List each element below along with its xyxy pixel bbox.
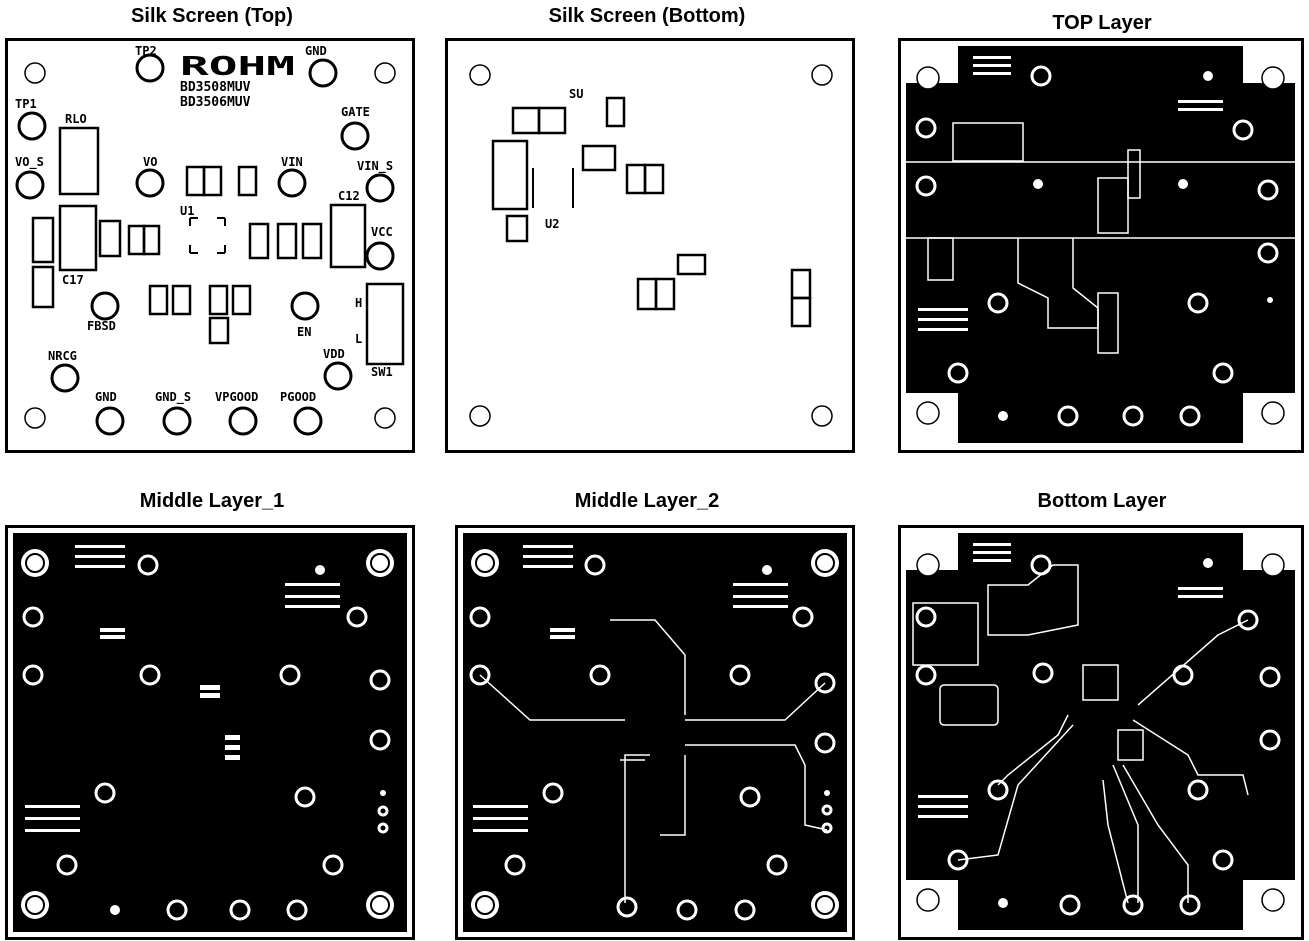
label-tp1: TP1 <box>15 97 37 111</box>
top-layer-panel <box>898 38 1304 453</box>
label-nrcg: NRCG <box>48 349 77 363</box>
label-su-top: SU <box>569 87 583 101</box>
label-c17: C17 <box>62 273 84 287</box>
label-gnd-bottom: GND <box>95 390 117 404</box>
part-number-2: BD3506MUV <box>180 95 251 110</box>
label-fbsd: FBSD <box>87 319 116 333</box>
label-gate: GATE <box>341 105 370 119</box>
label-u1: U1 <box>180 204 194 218</box>
silk-top-panel: ROHM BD3508MUV BD3506MUV <box>5 38 415 453</box>
label-c12: C12 <box>338 189 360 203</box>
middle-2-panel <box>455 525 855 940</box>
panel-title-silk-bottom: Silk Screen (Bottom) <box>548 5 746 27</box>
label-rlo: RLO <box>65 112 87 126</box>
label-tp2: TP2 <box>135 44 157 58</box>
label-h: H <box>355 296 362 310</box>
label-vcc: VCC <box>371 225 393 239</box>
panel-title-middle-2: Middle Layer_2 <box>574 490 720 512</box>
label-vin: VIN <box>281 155 303 169</box>
panel-title-silk-top: Silk Screen (Top) <box>131 5 293 27</box>
label-u2: U2 <box>545 217 559 231</box>
label-vpgood: VPGOOD <box>215 390 258 404</box>
panel-title-middle-1: Middle Layer_1 <box>139 490 285 512</box>
label-sw1: SW1 <box>371 365 393 379</box>
label-gnd-top: GND <box>305 44 327 58</box>
label-vin-s: VIN_S <box>357 159 393 174</box>
panel-title-bottom-layer: Bottom Layer <box>1037 490 1167 512</box>
label-gnd-s: GND_S <box>155 390 191 405</box>
silk-bottom-panel: SU U2 <box>445 38 855 453</box>
rohm-logo: ROHM <box>180 52 295 82</box>
part-number-1: BD3508MUV <box>180 80 251 95</box>
label-vdd: VDD <box>323 347 345 361</box>
bottom-layer-panel <box>898 525 1304 940</box>
label-en: EN <box>297 325 311 339</box>
label-l: L <box>355 332 362 346</box>
middle-1-panel <box>5 525 415 940</box>
label-pgood: PGOOD <box>280 390 316 404</box>
panel-title-top-layer: TOP Layer <box>1052 12 1152 34</box>
label-vo-s: VO_S <box>15 155 44 170</box>
label-vo: VO <box>143 155 157 169</box>
